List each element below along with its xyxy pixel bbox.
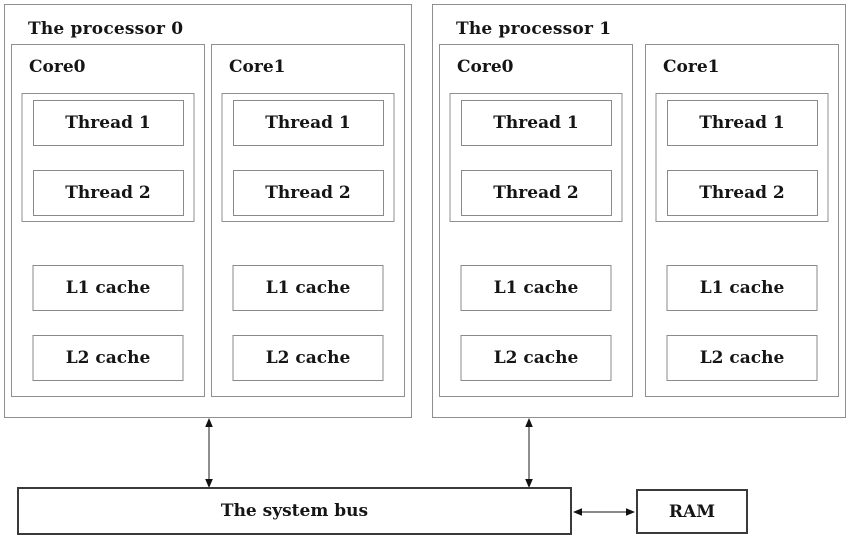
- thread2-box: Thread 2: [32, 170, 184, 216]
- thread1-box: Thread 1: [232, 100, 384, 146]
- processor0-core0-box: Core0 Thread 1 Thread 2 L1 cache L2 cach…: [11, 44, 205, 397]
- processor0-box: The processor 0 Core0 Thread 1 Thread 2 …: [4, 4, 412, 418]
- processor1-bus-double-arrow: [525, 418, 533, 488]
- l1-cache-box: L1 cache: [32, 265, 184, 311]
- processor1-core0-box: Core0 Thread 1 Thread 2 L1 cache L2 cach…: [439, 44, 633, 397]
- l2-cache-box: L2 cache: [460, 335, 612, 381]
- thread1-box: Thread 1: [32, 100, 184, 146]
- thread2-box: Thread 2: [666, 170, 818, 216]
- ram-box: RAM: [636, 489, 748, 534]
- threads-group-box: Thread 1 Thread 2: [449, 93, 623, 222]
- l1-cache-box: L1 cache: [460, 265, 612, 311]
- l2-cache-box: L2 cache: [666, 335, 818, 381]
- core-label: Core1: [663, 57, 720, 77]
- processor0-core1-box: Core1 Thread 1 Thread 2 L1 cache L2 cach…: [211, 44, 405, 397]
- l2-cache-box: L2 cache: [232, 335, 384, 381]
- processor1-core1-box: Core1 Thread 1 Thread 2 L1 cache L2 cach…: [645, 44, 839, 397]
- threads-group-box: Thread 1 Thread 2: [655, 93, 829, 222]
- core-label: Core0: [29, 57, 86, 77]
- thread1-box: Thread 1: [460, 100, 612, 146]
- threads-group-box: Thread 1 Thread 2: [221, 93, 395, 222]
- processor1-title: The processor 1: [456, 19, 612, 39]
- processor1-box: The processor 1 Core0 Thread 1 Thread 2 …: [432, 4, 846, 418]
- processor0-bus-double-arrow: [205, 418, 213, 488]
- l2-cache-box: L2 cache: [32, 335, 184, 381]
- l1-cache-box: L1 cache: [232, 265, 384, 311]
- thread2-box: Thread 2: [232, 170, 384, 216]
- threads-group-box: Thread 1 Thread 2: [21, 93, 195, 222]
- thread2-box: Thread 2: [460, 170, 612, 216]
- l1-cache-box: L1 cache: [666, 265, 818, 311]
- thread1-box: Thread 1: [666, 100, 818, 146]
- bus-ram-double-arrow: [573, 508, 635, 516]
- system-bus-box: The system bus: [17, 487, 572, 535]
- processor0-title: The processor 0: [28, 19, 184, 39]
- core-label: Core1: [229, 57, 286, 77]
- core-label: Core0: [457, 57, 514, 77]
